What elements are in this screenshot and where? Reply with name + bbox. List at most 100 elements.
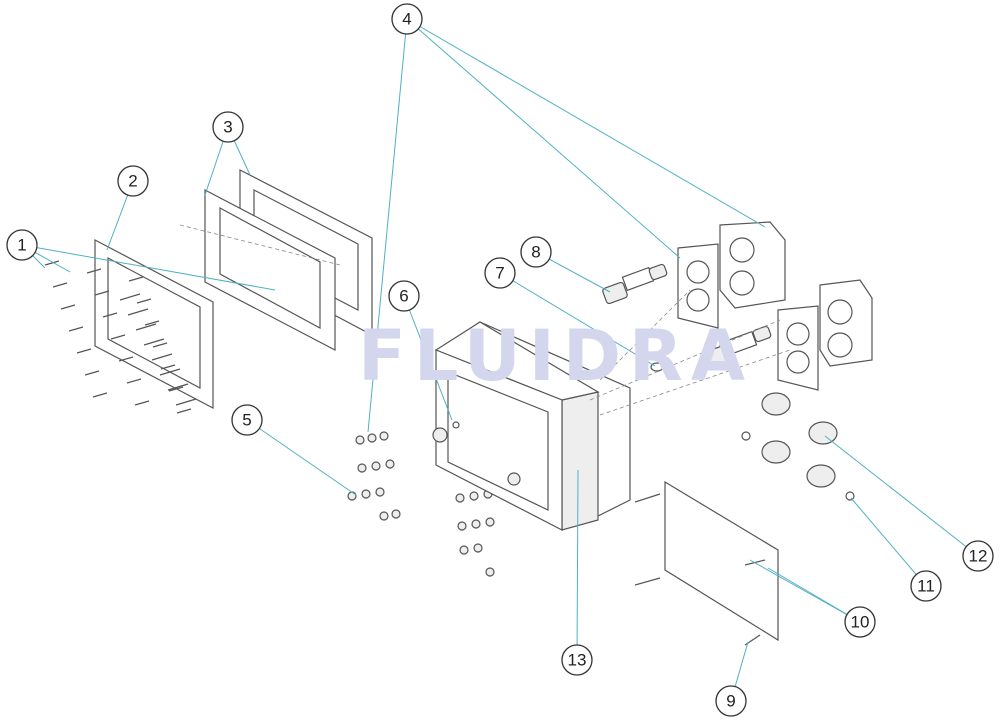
leader-line bbox=[576, 469, 579, 661]
watermark: FLUIDRA bbox=[358, 315, 753, 397]
nut bbox=[375, 487, 385, 497]
screw bbox=[168, 386, 184, 392]
callout-circle bbox=[388, 280, 420, 312]
nut bbox=[371, 461, 381, 471]
leader-line bbox=[367, 18, 408, 433]
callout-circle bbox=[391, 3, 423, 35]
back-plate bbox=[634, 480, 779, 646]
callout-number: 3 bbox=[223, 118, 232, 137]
screw bbox=[167, 383, 189, 391]
callout-number: 6 bbox=[399, 287, 408, 306]
callout-number: 5 bbox=[242, 411, 251, 430]
screw bbox=[94, 290, 110, 296]
nut-group bbox=[347, 431, 495, 577]
cable-gland-upper bbox=[602, 263, 668, 305]
callout-9: 9 bbox=[715, 685, 747, 717]
nut bbox=[485, 517, 495, 527]
leader-line bbox=[406, 18, 766, 228]
screw-group bbox=[44, 260, 197, 414]
nut bbox=[455, 493, 465, 503]
plug-group bbox=[741, 392, 855, 501]
gasket-pair bbox=[204, 169, 373, 351]
callout-number: 12 bbox=[969, 547, 988, 566]
callout-number: 10 bbox=[851, 613, 870, 632]
callout-circle bbox=[962, 540, 994, 572]
callout-2: 2 bbox=[117, 165, 149, 197]
screw bbox=[86, 268, 102, 274]
callout-number: 11 bbox=[917, 577, 935, 596]
nut bbox=[355, 435, 365, 445]
leader-line bbox=[406, 18, 681, 259]
nut bbox=[471, 519, 481, 529]
callout-circle bbox=[212, 111, 244, 143]
screw bbox=[152, 342, 168, 348]
callout-circle bbox=[910, 570, 942, 602]
nut bbox=[347, 491, 357, 501]
screw bbox=[128, 276, 144, 282]
callout-12: 12 bbox=[962, 540, 994, 572]
callout-circle bbox=[715, 685, 747, 717]
callout-13: 13 bbox=[561, 644, 593, 676]
screw bbox=[135, 323, 157, 331]
callout-number: 2 bbox=[128, 172, 137, 191]
nut bbox=[485, 567, 495, 577]
screw bbox=[126, 378, 142, 384]
screw bbox=[52, 282, 68, 288]
nut bbox=[391, 509, 401, 519]
niche-housing bbox=[432, 321, 631, 531]
screw bbox=[159, 368, 181, 376]
callout-circle bbox=[6, 229, 38, 261]
cable-gland-lower bbox=[705, 325, 772, 368]
callout-circle bbox=[844, 606, 876, 638]
screw bbox=[92, 392, 108, 398]
nut bbox=[379, 511, 389, 521]
callout-3: 3 bbox=[212, 111, 244, 143]
assembly-lines bbox=[179, 224, 791, 416]
nut bbox=[361, 489, 371, 499]
callout-11: 11 bbox=[910, 570, 942, 602]
nut bbox=[457, 521, 467, 531]
screw bbox=[136, 298, 152, 304]
callout-number: 4 bbox=[402, 10, 411, 29]
cover-lower bbox=[777, 279, 873, 391]
leader-line bbox=[499, 272, 656, 367]
nut bbox=[379, 431, 389, 441]
callout-circle bbox=[520, 236, 552, 268]
screw bbox=[127, 308, 149, 316]
cover-upper bbox=[677, 221, 786, 329]
nut bbox=[459, 545, 469, 555]
screw bbox=[119, 293, 141, 301]
callout-8: 8 bbox=[520, 236, 552, 268]
nut bbox=[367, 433, 377, 443]
screw bbox=[160, 364, 176, 370]
leader-line bbox=[21, 244, 276, 291]
callout-1: 1 bbox=[6, 229, 38, 261]
screw bbox=[102, 312, 118, 318]
screw bbox=[134, 400, 150, 406]
leader-line bbox=[403, 295, 453, 421]
callout-circle bbox=[561, 644, 593, 676]
leader-line bbox=[850, 497, 927, 587]
nut bbox=[357, 463, 367, 473]
callout-6: 6 bbox=[388, 280, 420, 312]
screw bbox=[68, 326, 84, 332]
callout-7: 7 bbox=[484, 257, 516, 289]
leader-line bbox=[749, 559, 861, 623]
screw bbox=[60, 304, 76, 310]
screw bbox=[175, 398, 197, 406]
leader-line bbox=[824, 435, 979, 557]
callout-circle bbox=[484, 257, 516, 289]
screw bbox=[110, 334, 126, 340]
callout-number: 9 bbox=[726, 692, 735, 711]
callout-5: 5 bbox=[231, 404, 263, 436]
screw bbox=[143, 338, 165, 346]
callout-circle bbox=[117, 165, 149, 197]
screw bbox=[118, 356, 134, 362]
callout-number: 8 bbox=[531, 243, 540, 262]
callout-number: 7 bbox=[495, 264, 504, 283]
nut bbox=[469, 491, 479, 501]
callout-circle bbox=[231, 404, 263, 436]
